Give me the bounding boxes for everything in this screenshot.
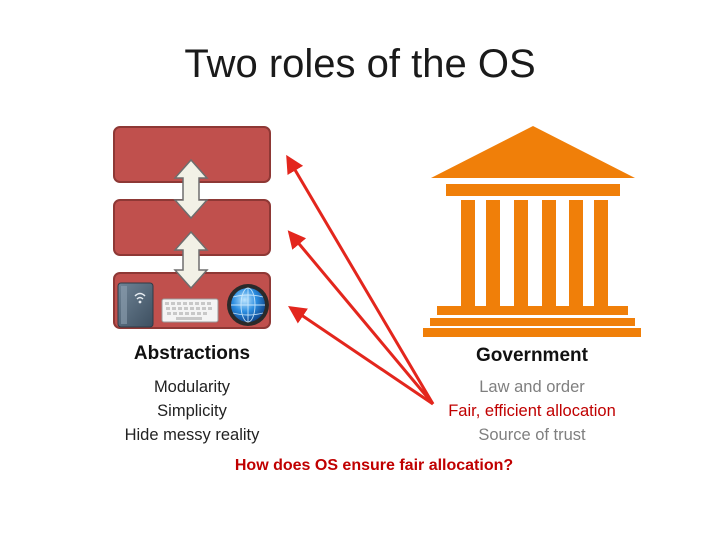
abstractions-heading: Abstractions [133, 343, 251, 364]
list-item: Simplicity [157, 402, 227, 420]
list-item: Hide messy reality [124, 426, 260, 444]
slide-title: Two roles of the OS [184, 42, 536, 86]
relation-arrows [286, 154, 435, 406]
abstraction-layer-top [113, 126, 271, 183]
globe-network-icon [227, 284, 269, 326]
list-item: Source of trust [478, 426, 586, 444]
layer-arrow-lower [173, 230, 209, 290]
tablet-device-icon [117, 282, 154, 328]
question-text: How does OS ensure fair allocation? [234, 457, 514, 474]
list-item: Law and order [479, 378, 585, 396]
list-item-highlighted: Fair, efficient allocation [448, 402, 616, 420]
abstractions-list: Modularity Simplicity Hide messy reality [92, 375, 292, 447]
government-building-icon [423, 126, 641, 337]
list-item: Modularity [153, 378, 231, 396]
government-list: Law and order Fair, efficient allocation… [420, 375, 644, 447]
government-heading: Government [476, 345, 588, 366]
layer-arrow-upper [173, 158, 209, 220]
keyboard-icon [161, 298, 219, 323]
